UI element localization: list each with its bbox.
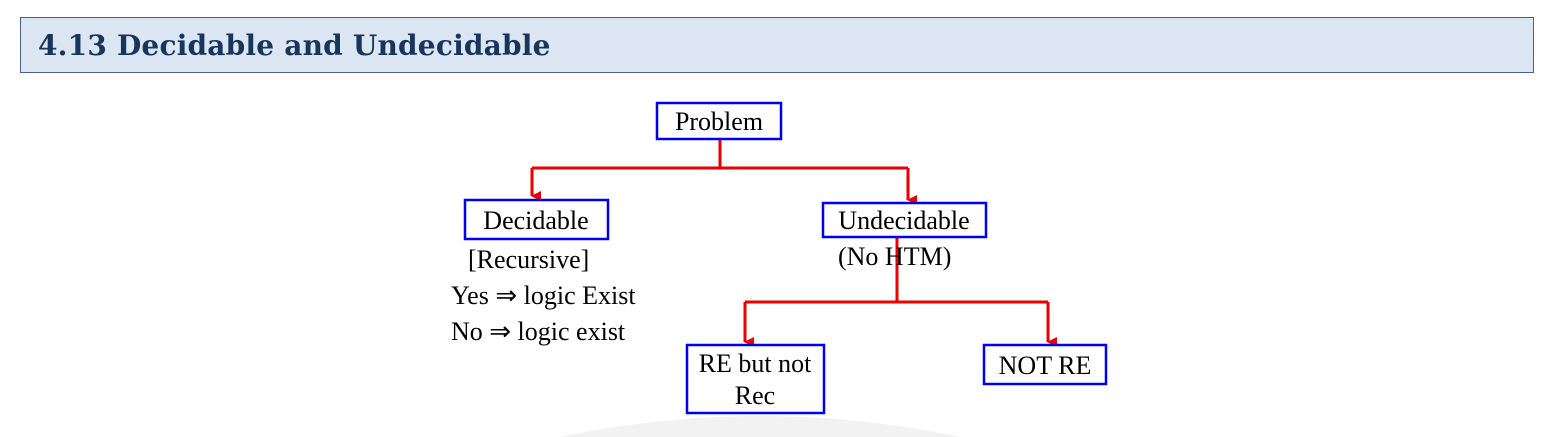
node-undecidable-label: Undecidable (838, 206, 969, 235)
node-decidable: Decidable (463, 198, 610, 241)
edges-level-2 (743, 237, 1057, 347)
node-re-but-not-rec-line2: Rec (735, 381, 775, 410)
node-re-but-not-rec: RE but not Rec (685, 343, 826, 415)
section-heading-bar: 4.13 Decidable and Undecidable (20, 17, 1534, 73)
edges-level-1 (530, 138, 917, 205)
node-problem-label: Problem (675, 107, 763, 136)
node-problem: Problem (655, 101, 783, 141)
decidable-notes: [Recursive] Yes ⇒ logic Exist No ⇒ logic… (451, 245, 636, 346)
note-no-htm: (No HTM) (838, 242, 951, 271)
note-recursive: [Recursive] (468, 245, 589, 274)
note-yes-logic-exist: Yes ⇒ logic Exist (451, 281, 636, 310)
node-re-but-not-rec-line1: RE but not (699, 349, 812, 378)
node-decidable-label: Decidable (483, 206, 588, 235)
node-undecidable: Undecidable (821, 201, 988, 239)
note-no-logic-exist: No ⇒ logic exist (451, 317, 626, 346)
watermark-shape (560, 416, 960, 437)
node-not-re: NOT RE (982, 343, 1108, 386)
section-title: 4.13 Decidable and Undecidable (38, 28, 551, 62)
node-not-re-label: NOT RE (999, 351, 1092, 380)
